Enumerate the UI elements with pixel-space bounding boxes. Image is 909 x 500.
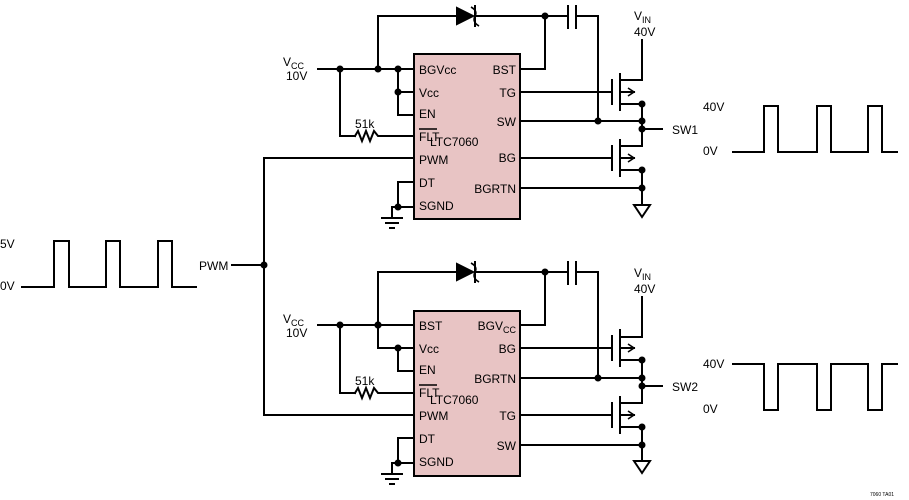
bottom-resistor [353, 385, 415, 401]
bottom-pin-tg: TG [499, 409, 516, 423]
top-sgnd-ground [381, 217, 403, 229]
top-ltc7060-chip [413, 53, 521, 220]
top-vcc-value: 10V [286, 69, 307, 83]
bottom-pin-bgrtn: BGRTN [474, 372, 516, 386]
bottom-pin-sw: SW [497, 439, 517, 453]
pwm-bus [263, 157, 415, 416]
top-pin-dt: DT [419, 176, 436, 190]
bottom-resistor-label: 51k [355, 374, 375, 388]
footer-code: 7060 TA01 [870, 492, 894, 498]
top-sw1-label: SW1 [672, 123, 698, 137]
input-wave-low: 0V [0, 279, 15, 293]
top-resistor [353, 128, 415, 144]
top-pin-flt: FLT [419, 130, 440, 144]
top-wave-high: 40V [703, 100, 724, 114]
bottom-pin-sgnd: SGND [419, 455, 454, 469]
input-wave-high: 5V [0, 237, 15, 251]
bottom-vcc-label: VCC [283, 312, 305, 328]
bottom-vin-label: VIN [634, 266, 651, 282]
top-pin-bgvcc: BGVcc [419, 63, 456, 77]
bottom-pin-pwm: PWM [419, 409, 448, 423]
pwm-label: PWM [199, 259, 228, 273]
bottom-circuit: LTC7060 BST Vcc EN FLT PWM DT SGND BGVCC… [283, 261, 898, 485]
top-pin-en: EN [419, 107, 436, 121]
bottom-pin-bst: BST [419, 319, 443, 333]
bottom-ground-symbol [632, 460, 652, 475]
bottom-pin-flt: FLT [419, 386, 440, 400]
bottom-pin-dt: DT [419, 432, 436, 446]
bottom-pin-vcc: Vcc [419, 342, 439, 356]
top-pin-bst: BST [493, 63, 517, 77]
bottom-vin-value: 40V [634, 282, 655, 296]
bottom-pin-en: EN [419, 363, 436, 377]
bottom-pin-bgvcc: BGVCC [478, 319, 517, 335]
top-chip-name: LTC7060 [430, 135, 479, 149]
bottom-output-waveform [732, 363, 898, 411]
bottom-wave-low: 0V [703, 402, 718, 416]
top-vcc-label: VCC [283, 55, 305, 71]
pwm-input: 5V 0V PWM [0, 157, 415, 416]
top-pin-tg: TG [499, 86, 516, 100]
top-circuit: LTC7060 BGVcc Vcc EN FLT PWM DT SGND BST… [283, 5, 898, 229]
top-wave-low: 0V [703, 144, 718, 158]
top-ground-symbol [632, 204, 652, 219]
bottom-vcc-value: 10V [286, 326, 307, 340]
top-pin-sgnd: SGND [419, 199, 454, 213]
top-vin-value: 40V [634, 25, 655, 39]
top-output-waveform [732, 105, 898, 153]
top-pin-pwm: PWM [419, 153, 448, 167]
top-vin-label: VIN [634, 9, 651, 25]
top-pin-sw: SW [497, 115, 517, 129]
bottom-sgnd-ground [381, 473, 403, 485]
bottom-sw2-label: SW2 [672, 380, 698, 394]
bottom-chip-name: LTC7060 [430, 393, 479, 407]
bottom-wave-high: 40V [703, 357, 724, 371]
bottom-pin-bg: BG [499, 342, 516, 356]
top-pin-bgrtn: BGRTN [474, 182, 516, 196]
input-waveform [21, 240, 197, 288]
top-pin-bg: BG [499, 151, 516, 165]
top-pin-vcc: Vcc [419, 86, 439, 100]
top-resistor-label: 51k [355, 117, 375, 131]
